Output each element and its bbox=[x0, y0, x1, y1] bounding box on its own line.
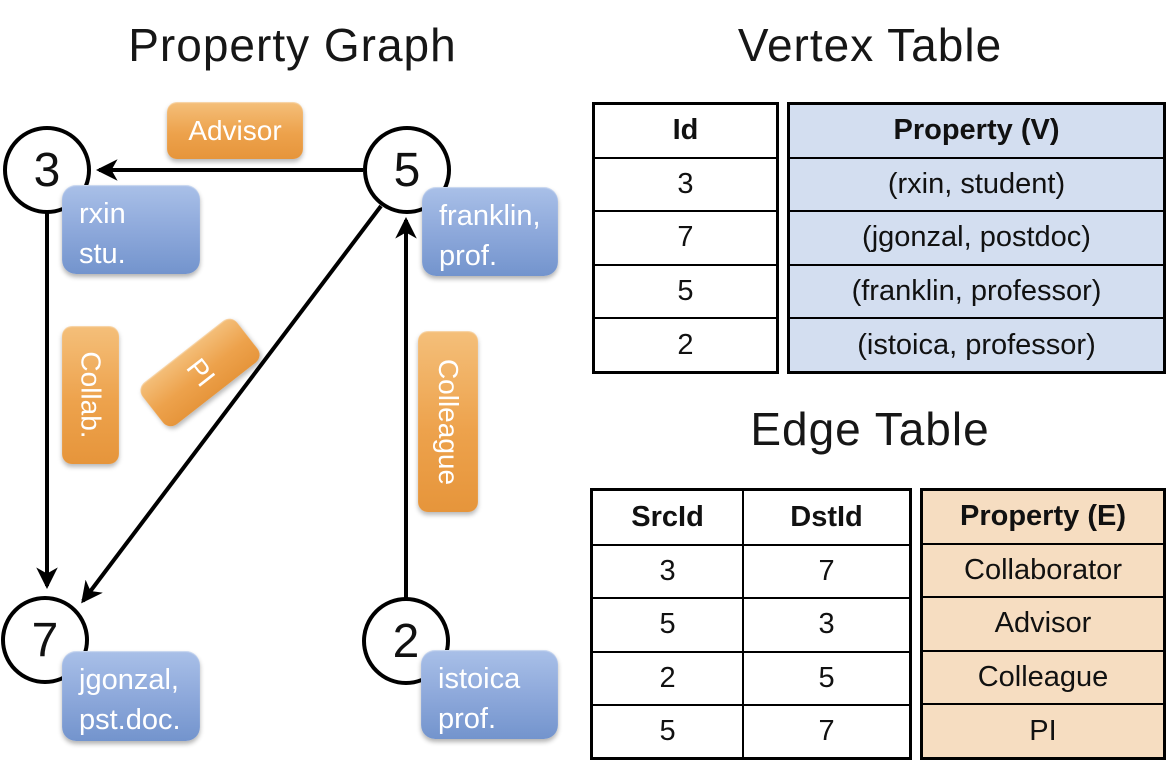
vertex-table-cell-id: 3 bbox=[595, 156, 776, 211]
edge-table-title: Edge Table bbox=[750, 403, 990, 455]
vertex-table-header-property: Property (V) bbox=[790, 105, 1163, 157]
vertex-property-line: franklin, bbox=[439, 200, 541, 232]
vertex-table-cell-id: 5 bbox=[595, 263, 776, 318]
edge-label-advisor: Advisor bbox=[167, 102, 303, 159]
edge-label-colleague: Colleague bbox=[418, 331, 478, 512]
vertex-table-cell-property: (jgonzal, postdoc) bbox=[790, 210, 1163, 264]
graph-title: Property Graph bbox=[128, 19, 457, 71]
vertex-table-cell-property: (rxin, student) bbox=[790, 156, 1163, 211]
edge-table-property-column: Property (E) Collaborator Advisor Collea… bbox=[920, 488, 1166, 760]
edge-table-cell-dstid: 5 bbox=[742, 650, 909, 704]
edge-label-text: Collab. bbox=[75, 351, 107, 439]
edge-table-cell-property: Colleague bbox=[923, 649, 1163, 704]
edge-5-to-7 bbox=[81, 204, 383, 604]
edge-label-text: Advisor bbox=[188, 114, 282, 146]
edge-label-text: Colleague bbox=[433, 358, 465, 485]
graph-node-5: 5 bbox=[363, 126, 451, 214]
edge-table-cell-dstid: 3 bbox=[742, 597, 909, 651]
vertex-property-line: prof. bbox=[438, 703, 497, 736]
edge-table-cell-property: PI bbox=[923, 703, 1163, 757]
node-id: 2 bbox=[392, 614, 420, 668]
vertex-property-line: rxin bbox=[79, 198, 126, 230]
vertex-table-cell-property: (franklin, professor) bbox=[790, 263, 1163, 318]
edge-table-cell-property: Collaborator bbox=[923, 542, 1163, 597]
node-id: 5 bbox=[393, 143, 421, 197]
vertex-table-cell-property: (istoica, professor) bbox=[790, 317, 1163, 371]
vertex-property-box-istoica: istoica prof. bbox=[421, 650, 558, 739]
vertex-property-line: prof. bbox=[439, 240, 498, 273]
vertex-table-title: Vertex Table bbox=[737, 19, 1003, 71]
vertex-property-box-franklin: franklin, prof. bbox=[422, 187, 558, 276]
edge-table-cell-property: Advisor bbox=[923, 596, 1163, 650]
edge-label-text: PI bbox=[180, 352, 221, 393]
vertex-table-cell-id: 2 bbox=[595, 317, 776, 371]
graph-edges bbox=[36, 159, 417, 604]
edge-table-cell-srcid: 5 bbox=[593, 597, 743, 650]
vertex-table-header-id: Id bbox=[672, 114, 699, 147]
vertex-property-line: stu. bbox=[79, 238, 126, 271]
vertex-property-box-rxin: rxin stu. bbox=[62, 185, 200, 274]
edge-table-header-property: Property (E) bbox=[923, 491, 1163, 543]
edge-table-cell-dstid: 7 bbox=[742, 703, 909, 757]
edge-table-cell-srcid: 5 bbox=[593, 703, 743, 757]
vertex-property-line: jgonzal, bbox=[79, 664, 179, 696]
vertex-table-property-column: Property (V) (rxin, student) (jgonzal, p… bbox=[787, 102, 1166, 374]
node-id: 7 bbox=[31, 613, 59, 667]
vertex-property-box-jgonzal: jgonzal, pst.doc. bbox=[62, 651, 200, 741]
edge-table-header-dstid: DstId bbox=[742, 491, 909, 545]
vertex-table-cell-id: 7 bbox=[595, 210, 776, 264]
node-id: 3 bbox=[33, 143, 61, 197]
edge-table-cell-srcid: 3 bbox=[593, 544, 743, 597]
vertex-property-line: pst.doc. bbox=[79, 704, 181, 737]
edge-table-ids-block: SrcId DstId 3 7 5 3 2 5 5 7 bbox=[590, 488, 912, 760]
graph-node-2: 2 bbox=[362, 597, 450, 685]
vertex-property-line: istoica bbox=[438, 663, 521, 695]
edge-label-collab: Collab. bbox=[62, 326, 119, 464]
vertex-table-id-column: Id 3 7 5 2 bbox=[592, 102, 779, 374]
edge-table-header-srcid: SrcId bbox=[631, 501, 704, 534]
edge-table-cell-srcid: 2 bbox=[593, 650, 743, 704]
edge-table-cell-dstid: 7 bbox=[742, 544, 909, 598]
